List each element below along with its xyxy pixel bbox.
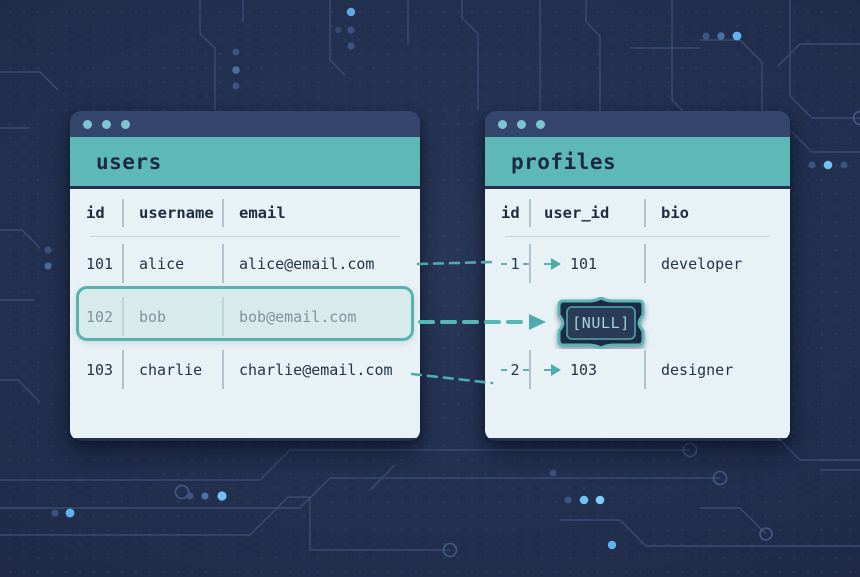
users-cell-id: 102 [86,307,114,326]
connector-stub-icon [522,368,529,371]
users-table-row-highlighted[interactable]: 102 bob bob@email.com [70,290,420,343]
arrow-right-icon [551,363,561,376]
window-dot-icon-3[interactable] [121,119,130,129]
users-table-row[interactable]: 101 alice alice@email.com [70,237,420,290]
connector-stub-icon [522,262,529,265]
profiles-cell-id: 2 [485,343,529,396]
null-badge-shape [557,296,645,350]
users-column-header-username: username [122,189,222,237]
profiles-cell-bio: developer [644,237,764,290]
users-table-title-bar: users [70,137,420,189]
profiles-cell-id-empty [485,290,529,343]
profiles-cell-user-id: 101 [529,237,644,290]
users-header-row: id username email [70,189,420,237]
profiles-column-header-user-id: user_id [529,189,644,237]
users-cell-username: alice [122,237,222,290]
profiles-column-header-bio: bio [644,189,764,237]
connector-stub-icon [501,368,508,371]
profiles-table-row[interactable]: 2 103 designer [485,343,790,396]
users-table-sheet: id username email 101 alice alice@email.… [70,189,420,438]
profiles-id-value: 1 [510,254,520,273]
window-dot-icon-1[interactable] [83,119,92,129]
users-window-titlebar [70,111,420,137]
users-table-name: users [96,149,162,174]
profiles-window-titlebar [485,111,790,137]
profiles-cell-user-id: 103 [529,343,644,396]
users-column-header-id: id [86,204,105,222]
connector-stub-icon [544,368,551,371]
profiles-table-title-bar: profiles [485,137,790,189]
profiles-table-name: profiles [511,149,617,174]
window-dot-icon-2[interactable] [102,119,111,129]
connector-stub-icon [501,262,508,265]
window-dot-icon-1[interactable] [498,119,507,129]
users-table-row[interactable]: 103 charlie charlie@email.com [70,343,420,396]
users-cell-id: 101 [86,254,114,273]
null-badge[interactable]: [NULL] [551,296,651,350]
profiles-cell-bio: designer [644,343,764,396]
profiles-id-value: 2 [510,360,520,379]
profiles-cell-id: 1 [485,237,529,290]
profiles-table-window: profiles id user_id bio 1 101 deve [485,111,790,441]
users-column-header-email: email [222,189,402,237]
profiles-table-row[interactable]: 1 101 developer [485,237,790,290]
users-cell-username: charlie [122,343,222,396]
users-cell-email: alice@email.com [222,237,402,290]
users-cell-id: 103 [86,360,114,379]
users-cell-email: charlie@email.com [222,343,402,396]
profiles-user-id-value: 101 [570,254,598,273]
window-dot-icon-2[interactable] [517,119,526,129]
users-cell-email: bob@email.com [222,290,402,343]
profiles-cell-bio-empty [644,290,764,343]
profiles-user-id-value: 103 [570,360,598,379]
profiles-header-row: id user_id bio [485,189,790,237]
arrow-right-icon [551,257,561,270]
connector-stub-icon [544,262,551,265]
profiles-column-header-id: id [501,204,520,222]
users-cell-username: bob [122,290,222,343]
users-table-window: users id username email 101 alice alice@… [70,111,420,441]
window-dot-icon-3[interactable] [536,119,545,129]
